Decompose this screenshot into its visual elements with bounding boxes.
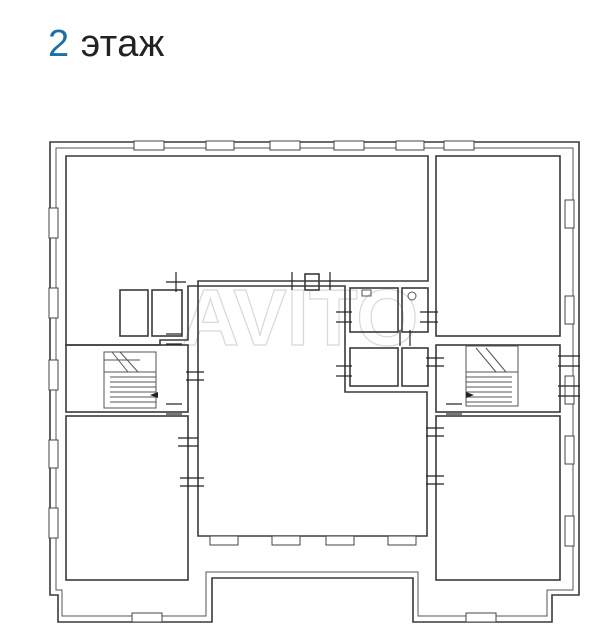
stair-arrow-left-icon [150,392,158,398]
toilet-icon [407,291,417,301]
vent-box [304,273,320,291]
floor-number: 2 [48,23,70,65]
door-marks [166,272,580,487]
stairs-right-treads [466,347,518,403]
stairs-left-treads [104,351,156,403]
stair-arrow-right-icon [466,392,474,398]
bathroom-4 [401,347,429,387]
room-central-hall [197,285,428,537]
floor-title: 2 этаж [48,22,165,66]
bathroom-2 [401,287,429,333]
stairs-left [103,351,157,409]
stair-hall-left [65,344,189,413]
closet-left-2 [151,289,183,337]
closet-left-1 [119,289,149,337]
room-lower-right [435,415,561,581]
stairs-right [465,345,519,407]
inner-outer-wall [55,147,574,617]
windows-bottom [131,535,497,623]
floor-label: этаж [80,23,165,65]
outer-wall [49,141,580,623]
room-upper-right [435,155,561,337]
windows-right [564,199,575,547]
windows-top [133,140,475,151]
bathroom-1 [349,287,399,333]
windows-left [48,207,59,539]
room-lower-left [65,415,189,581]
bathroom-3 [349,347,399,387]
sink-icon [361,289,372,297]
stair-hall-right [435,344,561,413]
